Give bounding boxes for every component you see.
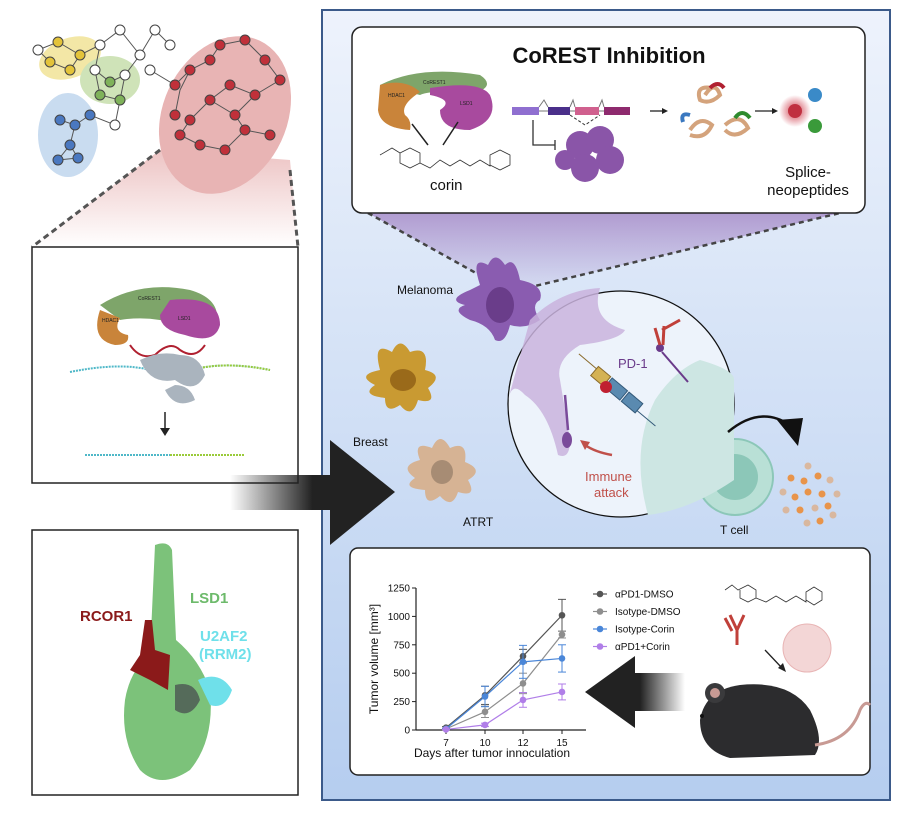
cytokine-dots (779, 462, 841, 527)
peptides-icon (680, 82, 752, 139)
tumor-cell-icon (782, 623, 832, 673)
chart-legend: αPD1-DMSO Isotype-DMSO Isotype-Corin αPD1+C… (593, 590, 681, 653)
corin-structure-small (724, 584, 823, 606)
immune-attack-label-line1: Immune (585, 469, 632, 484)
lsd1-panel-lsd1-label: LSD1 (178, 316, 191, 322)
corest-corest1-label: CoREST1 (423, 80, 446, 86)
pd1-label: PD-1 (618, 356, 648, 371)
data-point (558, 688, 566, 696)
cryoem-lsd1-label: LSD1 (190, 590, 228, 607)
legend-label: Isotype-DMSO (615, 607, 681, 618)
y-tick-label: 1000 (388, 612, 411, 623)
y-tick-label: 500 (393, 669, 410, 680)
atrt-cell (407, 439, 476, 503)
melanoma-label: Melanoma (397, 283, 453, 297)
immune-attack-label-line2: attack (594, 485, 629, 500)
legend-marker (596, 590, 604, 598)
mouse-icon (700, 683, 872, 758)
antibody-icon (723, 614, 746, 645)
splice-label-line1: Splice- (785, 164, 831, 181)
corest-lsd1-label: LSD1 (460, 101, 473, 107)
chart-ylabel: Tumor volume [mm³] (367, 604, 381, 714)
data-point (558, 631, 566, 638)
corest-inhibition-box: CoREST Inhibition HDAC1 CoREST1 LSD1 cor… (351, 26, 866, 214)
legend-label: αPD1+Corin (615, 642, 670, 653)
series-line (445, 691, 563, 731)
breast-label: Breast (353, 435, 388, 449)
series-line (445, 614, 563, 729)
data-point (442, 726, 450, 733)
cryoem-rcor1-label: RCOR1 (80, 608, 133, 625)
data-point (481, 693, 489, 700)
data-point (558, 655, 566, 662)
legend-label: αPD1-DMSO (615, 590, 674, 601)
data-point (519, 658, 527, 666)
corin-label: corin (430, 177, 463, 194)
legend-marker (596, 625, 604, 633)
legend-marker (596, 608, 604, 615)
flow-arrow-right (230, 440, 395, 545)
x-tick-label: 10 (479, 738, 491, 749)
corest-hdac1-label: HDAC1 (388, 93, 405, 99)
data-point (558, 611, 566, 619)
data-point (481, 721, 489, 729)
x-tick-label: 12 (517, 738, 529, 749)
legend-label: Isotype-Corin (615, 625, 674, 636)
series-line (445, 657, 563, 730)
y-tick-label: 1250 (388, 584, 411, 595)
corest-title: CoREST Inhibition (512, 43, 705, 68)
cryoem-rrm2-label: (RRM2) (199, 646, 252, 663)
chart-xlabel: Days after tumor innoculation (414, 746, 570, 760)
melanoma-cell (456, 257, 541, 341)
tumor-volume-chart: 0 250 500 750 1000 1250 7 10 12 15 (388, 584, 586, 749)
cryoem-u2af2-label: U2AF2 (200, 628, 248, 645)
lsd1-complex-panel: HDAC1 CoREST1 LSD1 (31, 246, 299, 484)
x-tick-label: 15 (556, 738, 568, 749)
y-tick-label: 750 (393, 640, 410, 651)
immune-synapse-circle (507, 288, 735, 518)
tcell-label: T cell (720, 523, 748, 537)
series-line (445, 634, 563, 730)
cryoem-panel: RCOR1 LSD1 U2AF2 (RRM2) (31, 529, 299, 796)
data-point (519, 696, 527, 704)
legend-marker (596, 643, 604, 650)
flow-arrow-left (585, 656, 685, 728)
atrt-label: ATRT (463, 515, 494, 529)
breast-cell (366, 343, 436, 412)
network-graph (32, 24, 292, 194)
y-tick-label: 250 (393, 697, 410, 708)
y-tick-label: 0 (404, 726, 410, 737)
tumor-cluster-icon (555, 126, 624, 182)
data-point (481, 708, 489, 716)
zoom-cone (32, 150, 298, 247)
data-point (519, 680, 527, 687)
corin-structure (379, 147, 511, 171)
lsd1-panel-hdac1-label: HDAC1 (102, 318, 119, 324)
x-tick-label: 7 (443, 738, 449, 749)
lsd1-panel-corest1-label: CoREST1 (138, 296, 161, 302)
splice-label-line2: neopeptides (767, 182, 849, 199)
